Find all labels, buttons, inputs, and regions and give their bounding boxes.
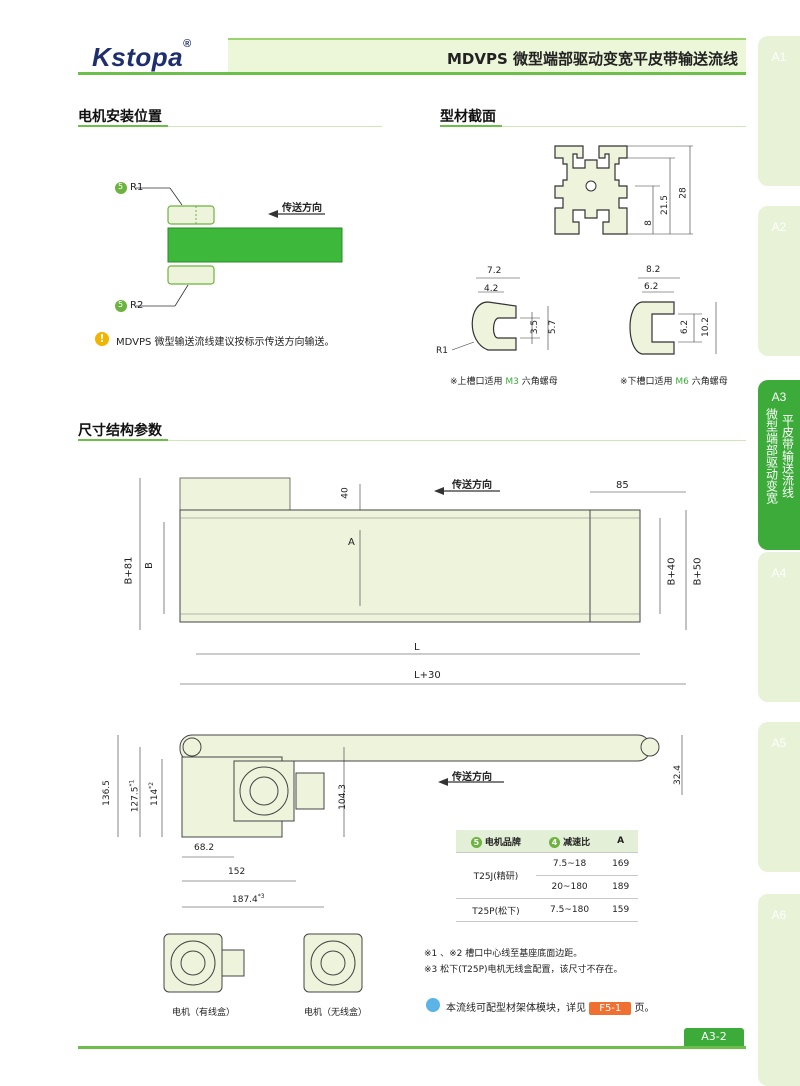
lower-slot-profile	[629, 277, 717, 355]
dim-b50: B+50	[692, 557, 704, 586]
reference-link[interactable]: F5-1	[589, 1002, 632, 1015]
dim-152: 152	[228, 867, 246, 877]
dim-28: 28	[678, 187, 689, 199]
section-rule	[502, 126, 746, 127]
badge-text-r2: 5	[118, 300, 124, 309]
tip-icon	[426, 998, 440, 1012]
dim-3-5: 3.5	[530, 319, 541, 335]
header-band	[228, 40, 746, 72]
dim-127-5: 127.5*1	[128, 779, 141, 813]
motor-with-box-label: 电机（有线盒）	[172, 1008, 236, 1018]
dim-68-2: 68.2	[194, 843, 215, 853]
upper-slot-note: ※上槽口适用 M3 六角螺母	[450, 377, 558, 387]
section-rule	[168, 126, 382, 127]
direction-label: 传送方向	[282, 203, 322, 214]
tab-a3-sub-2: 平皮带输送流线	[780, 414, 795, 498]
motor-position-note: MDVPS 微型输送流线建议按标示传送方向输送。	[116, 337, 335, 348]
header-divider	[78, 72, 746, 75]
dim-114: 114*2	[148, 781, 161, 807]
side-view-drawing	[117, 734, 683, 908]
section-title-motor-position: 电机安装位置	[78, 109, 162, 125]
tab-a1[interactable]: A1	[758, 36, 800, 186]
dim-8: 8	[643, 220, 654, 226]
table-row: 20~180 189	[456, 875, 638, 899]
footer-divider	[78, 1046, 746, 1049]
dim-a: A	[348, 537, 355, 548]
dim-104-3: 104.3	[337, 784, 348, 810]
direction-label-side: 传送方向	[452, 772, 492, 783]
dim-b40: B+40	[666, 557, 678, 586]
warning-icon: !	[95, 332, 109, 346]
badge-5-r1	[115, 182, 127, 194]
section-underline	[78, 125, 168, 127]
dim-6-2: 6.2	[644, 282, 659, 292]
profile-cross-section	[554, 145, 693, 235]
reference-note: 本流线可配型材架体模块，详见 F5-1 页。	[446, 1002, 655, 1015]
section-underline	[78, 439, 168, 441]
section-underline	[440, 125, 502, 127]
page-title: MDVPS 微型端部驱动变宽平皮带输送流线	[446, 50, 738, 68]
tab-a3[interactable]: A3 微型端部驱动变宽 平皮带输送流线	[758, 380, 800, 550]
belt-shape	[167, 227, 343, 263]
dim-4-2: 4.2	[484, 284, 499, 294]
section-title-profile: 型材截面	[440, 109, 496, 125]
motor-position-diagram	[115, 182, 343, 312]
dim-10-2: 10.2	[701, 316, 712, 338]
badge-5-r2	[115, 300, 127, 312]
dim-6-2-v: 6.2	[680, 319, 691, 335]
dim-5-7: 5.7	[548, 319, 559, 335]
top-view-drawing	[139, 477, 687, 685]
page-number: A3-2	[684, 1028, 744, 1046]
r2-label: R2	[130, 300, 144, 311]
dim-21-5: 21.5	[660, 194, 671, 216]
note-1: ※1 、※2 槽口中心线至基座底面边距。	[424, 949, 583, 959]
brand-logo: Kstopa®	[92, 38, 192, 72]
motor-without-box-label: 电机（无线盒）	[304, 1008, 368, 1018]
badge-text: 5	[118, 182, 124, 191]
motor-views	[163, 933, 363, 993]
dim-32-4: 32.4	[673, 764, 684, 786]
dim-l: L	[414, 642, 420, 653]
dim-b81: B+81	[123, 556, 135, 585]
table-header: A	[603, 830, 638, 853]
header-line-top	[228, 38, 746, 40]
dim-40: 40	[340, 487, 351, 499]
dim-8-2: 8.2	[646, 265, 661, 275]
dim-7-2: 7.2	[487, 266, 502, 276]
table-row: T25J(精研) 7.5~18 169	[456, 852, 638, 899]
dim-136-5: 136.5	[101, 780, 112, 806]
r1-label: R1	[130, 182, 144, 193]
tab-a5[interactable]: A5	[758, 722, 800, 872]
dim-85: 85	[616, 480, 629, 491]
lower-slot-note: ※下槽口适用 M6 六角螺母	[620, 377, 728, 387]
upper-slot-profile	[451, 277, 549, 351]
dim-b: B	[143, 562, 155, 569]
direction-label-top: 传送方向	[452, 480, 492, 491]
note-2: ※3 松下(T25P)电机无线盒配置，该尺寸不存在。	[424, 965, 623, 975]
tab-a6[interactable]: A6	[758, 894, 800, 1086]
motor-r2-shape	[167, 265, 215, 285]
tab-a4[interactable]: A4	[758, 552, 800, 702]
motor-r1-shape	[167, 205, 215, 225]
section-rule	[168, 440, 746, 441]
section-title-dimensions: 尺寸结构参数	[78, 423, 162, 439]
tab-a2[interactable]: A2	[758, 206, 800, 356]
tab-a3-sub-1: 微型端部驱动变宽	[764, 408, 779, 504]
dim-r1: R1	[436, 346, 448, 356]
dim-187-4: 187.4*3	[232, 893, 265, 905]
table-row: T25P(松下) 7.5~180 159	[456, 898, 638, 922]
dim-l30: L+30	[414, 670, 441, 681]
